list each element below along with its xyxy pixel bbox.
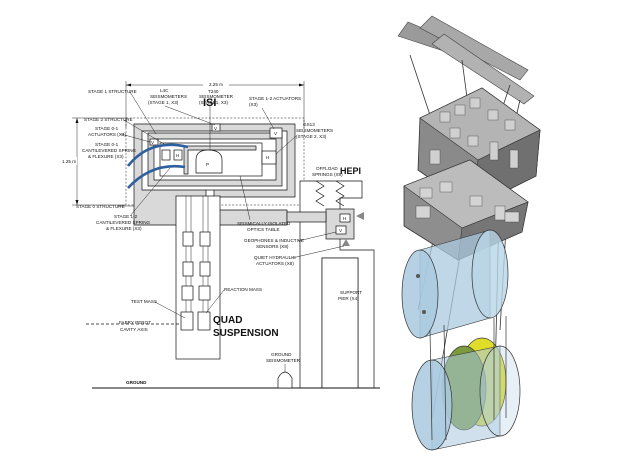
label-t240-1: T240 [208,89,219,94]
callouts: STAGE 1 STRUCTURE L4C SEISMOMETERS (STAG… [76,88,362,372]
l4c-box [211,123,221,132]
middle-stage-details [415,181,520,223]
spring12-box-b [173,149,183,161]
label-fabry-2: CAVITY AXIS [120,327,148,332]
label-spring12-3: & FLEXURE (X3) [106,226,142,231]
label-spring12-1: STAGE 1-2 [114,214,138,219]
stage01-spring [126,143,189,167]
label-optics-1: SEISMICALLY ISOLATED [237,221,291,226]
actuator-arrow-2 [342,239,350,246]
ground-label: GROUND [126,380,147,385]
l4c-letter: V [214,126,218,131]
ground-seismometer [277,371,293,389]
gs13-letter: H [266,155,269,160]
label-fabry-1: FABRY PEROT [119,320,151,325]
test-mass [180,311,194,331]
label-l4c-2: SEISMOMETERS [150,94,187,99]
label-act12-2: (X3) [249,102,258,107]
reaction-mass [197,311,211,331]
act01-letter: V [151,140,155,145]
hepi-letter-v: V [339,228,343,233]
label-support-2: PIER (X4) [338,296,359,301]
label-act01-2: ACTUATORS (X3) [88,132,126,137]
label-l4c-3: (STAGE 1, X3) [148,100,179,105]
optics-table [183,145,257,175]
upper-stage-details [429,97,519,169]
label-t240-3: (STAGE1, X3) [199,100,228,105]
label-offload-1: OFFLOAD [316,166,338,171]
stage1-structure [147,132,283,187]
label-act12-1: STAGE 1-2 ACTUATORS [249,96,301,101]
lower-frame [429,316,507,441]
label-gs13-1: GS13 [303,122,315,127]
stage12-spring [127,164,186,189]
height-dimension: 1.25 m [60,117,126,206]
label-spring12-2: CANTILEVERED SPRING [96,220,151,225]
label-ground-seis-1: GROUND [271,352,292,357]
hepi-letter-h: H [343,216,346,221]
label-gs13-3: (STAGE 2, X3) [296,134,327,139]
top-blade-2 [419,15,529,81]
act12-box [269,127,283,139]
label-gs13-2: SEISMOMETERS [296,128,333,133]
label-l4c-1: L4C [160,88,169,93]
support-pier [321,257,359,389]
label-spring01-3: & FLEXURE (X3) [88,154,124,159]
isi-3d-render [397,15,541,451]
label-spring01-2: CANTILEVERED SPRING [82,148,137,153]
act12-letter: V [274,131,278,136]
offload-spring-right [335,180,345,207]
quad-title-line2: SUSPENSION [213,328,279,339]
width-label: 2.25 m [209,82,223,87]
quad-suspension [175,195,221,360]
hepi-assembly: H V [286,180,375,389]
schematic-diagram: 2.25 m ISI 1.25 m P V V [60,80,380,389]
geophone-box-v [335,225,347,235]
label-hydraulic-2: ACTUATORS (X8) [256,261,294,266]
hepi-crossbeam [286,211,327,223]
label-hydraulic-1: QUIET HYDRAULIC [254,255,296,260]
label-spring01-1: STAGE 0-1 [95,142,119,147]
height-label: 1.25 m [62,159,76,164]
penultimate-mass [401,229,509,339]
label-reaction-mass: REACTION MASS [224,287,262,292]
isi-title: ISI [203,97,216,109]
geophone-box-h [339,213,351,223]
hepi-title: HEPI [340,166,361,176]
width-dimension: 2.25 m [125,80,305,128]
label-geophones-1: GEOPHONES & INDUCTIVE [244,238,304,243]
label-geophones-2: SENSORS (X8) [256,244,289,249]
spring12-letter: H [176,153,179,158]
label-support-1: SUPPORT [340,290,362,295]
label-t240-2: SEISMOMETER [199,94,234,99]
reaction-mass-render [411,345,521,451]
spring12-box [161,149,171,161]
actuator-arrow [356,212,364,220]
hydraulic-actuator [325,208,355,240]
label-optics-2: OPTICS TABLE [247,227,280,232]
t240-seismometer [195,149,223,174]
label-offload-2: SPRINGS (X8) [312,172,343,177]
offload-spring-left [315,180,325,207]
label-test-mass: TEST MASS [131,299,157,304]
t240-letter: P [206,162,209,167]
quad-title-line1: QUAD [213,315,242,326]
label-stage1-structure: STAGE 1 STRUCTURE [88,89,137,94]
label-stage2-structure: STAGE 2 STRUCTURE [84,117,133,122]
label-ground-seis-2: SEISMOMETER [266,358,301,363]
label-stage0-structure: STAGE 0 STRUCTURE [76,204,125,209]
quad-frame [175,195,221,360]
gs13-box [261,150,277,165]
label-act01-1: STAGE 0-1 [95,126,119,131]
top-blade-3 [431,33,535,105]
